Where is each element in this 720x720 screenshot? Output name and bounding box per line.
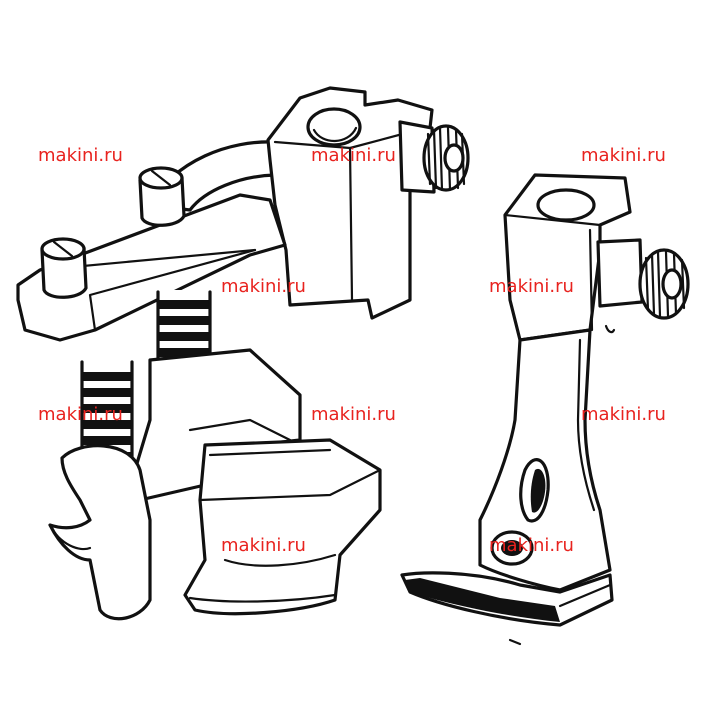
watermark-2: makini.ru: [311, 145, 396, 166]
adjust-screw-left: [40, 237, 88, 299]
watermark-7: makini.ru: [311, 404, 396, 425]
watermark-8: makini.ru: [581, 404, 666, 425]
watermark-1: makini.ru: [38, 145, 123, 166]
watermark-4: makini.ru: [221, 276, 306, 297]
watermark-3: makini.ru: [581, 145, 666, 166]
watermark-5: makini.ru: [489, 276, 574, 297]
clamp-screw-right: [596, 238, 690, 320]
right-presser-foot: [400, 173, 690, 646]
watermark-6: makini.ru: [38, 404, 123, 425]
adjust-screw-right: [138, 166, 186, 227]
left-presser-foot: [16, 86, 470, 621]
clamp-screw: [398, 120, 470, 194]
watermark-10: makini.ru: [489, 535, 574, 556]
watermark-9: makini.ru: [221, 535, 306, 556]
